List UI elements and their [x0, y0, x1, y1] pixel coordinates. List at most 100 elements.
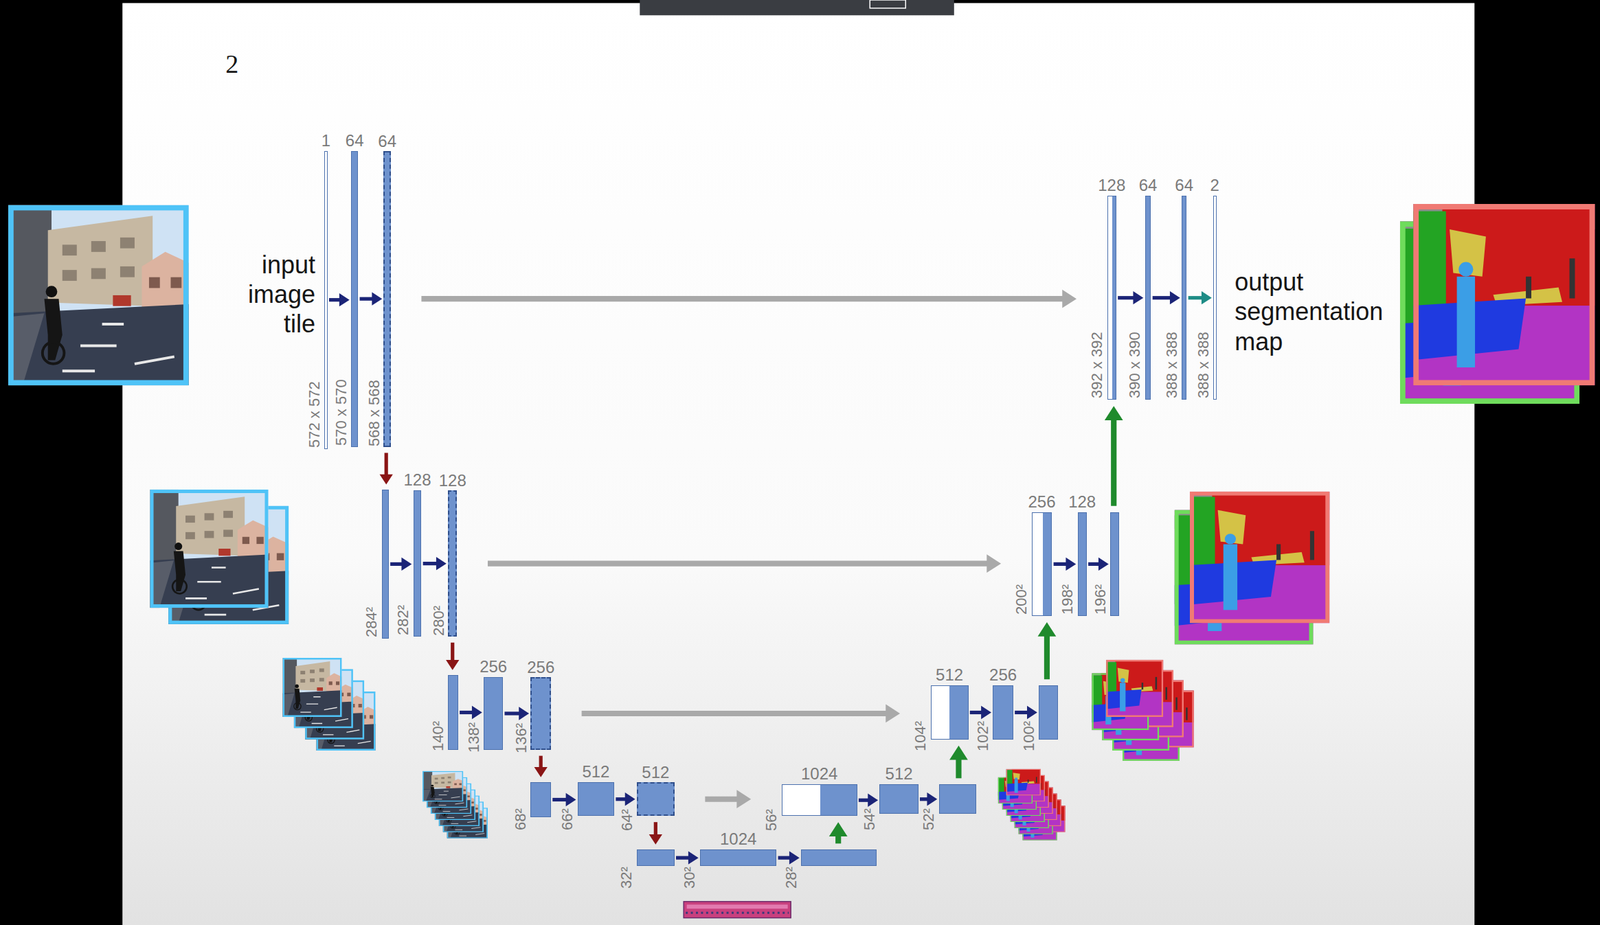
feature-map-bar: 140²	[447, 675, 459, 750]
feature-map-bar: 100²	[1038, 685, 1058, 740]
feature-map-bar: 64388 x 388	[1181, 195, 1187, 400]
arrow-head	[1098, 557, 1109, 571]
channel-count: 512	[581, 763, 610, 781]
connector-arrow	[919, 792, 938, 806]
spatial-size: 102²	[975, 721, 991, 752]
bottleneck-strip	[685, 912, 789, 915]
arrow-shaft	[1152, 296, 1172, 300]
seg-stack	[1189, 491, 1330, 624]
feature-map-bar: 102430²	[700, 849, 777, 867]
arrow-shaft	[487, 561, 988, 567]
arrow-head	[949, 746, 968, 761]
channel-count: 128	[1097, 177, 1126, 194]
connector-arrow	[552, 793, 576, 807]
connector-arrow	[949, 746, 968, 780]
arrow-shaft	[1188, 296, 1203, 300]
spatial-size: 68²	[513, 809, 529, 832]
diagram-label: input image tile	[248, 250, 316, 340]
photo-stack	[149, 489, 268, 608]
channel-count: 128	[438, 472, 467, 490]
connector-arrow	[1014, 706, 1038, 720]
connector-arrow	[829, 822, 848, 844]
arrow-head	[379, 474, 393, 486]
arrow-head	[1201, 291, 1212, 305]
feature-map-bar: 128280²	[447, 490, 457, 637]
arrow-head	[1065, 557, 1076, 571]
feature-map-bar: 256200²	[1031, 512, 1053, 617]
connector-arrow	[359, 292, 383, 306]
top-bar-mark	[869, 0, 906, 9]
spatial-size: 200²	[1013, 584, 1030, 615]
channel-count: 1	[321, 132, 331, 150]
arrow-shaft	[329, 298, 341, 302]
spatial-size: 140²	[430, 721, 446, 752]
arrow-shaft	[539, 756, 543, 769]
arrow-head	[401, 557, 412, 571]
arrow-head	[371, 292, 382, 306]
spatial-size: 568 x 568	[366, 379, 382, 447]
channel-count: 256	[526, 659, 555, 676]
arrow-head	[736, 790, 751, 809]
input-photo	[8, 205, 189, 387]
feature-map-bar: 2388 x 388	[1213, 195, 1216, 400]
spatial-size: 282²	[395, 605, 411, 636]
feature-map-bar: 102456²	[781, 784, 858, 817]
connector-arrow	[459, 706, 483, 720]
connector-arrow	[504, 706, 529, 720]
feature-map-bar: 52²	[939, 784, 977, 815]
bottleneck-strip	[686, 904, 788, 909]
arrow-shaft	[970, 711, 983, 715]
page-number: 2	[225, 50, 239, 77]
connector-arrow	[423, 557, 447, 571]
arrow-shaft	[1044, 635, 1050, 680]
channel-count: 64	[345, 132, 365, 150]
channel-count: 1024	[719, 831, 757, 848]
arrow-head	[885, 704, 900, 724]
arrow-head	[436, 557, 447, 571]
spatial-size: 100²	[1021, 721, 1037, 752]
connector-arrow	[1038, 622, 1057, 680]
feature-map-bar: 256136²	[530, 677, 551, 750]
arrow-shaft	[390, 562, 403, 567]
arrow-head	[981, 706, 992, 720]
upsampled-part	[1112, 196, 1116, 400]
spatial-size: 30²	[682, 866, 698, 889]
arrow-head	[926, 792, 938, 806]
arrow-shaft	[654, 822, 658, 836]
feature-map-bar: 51264²	[636, 782, 675, 817]
spatial-size: 56²	[763, 809, 780, 832]
channel-count: 256	[989, 667, 1017, 684]
feature-map-bar: 284²	[381, 489, 389, 639]
channel-count: 64	[377, 133, 397, 150]
feature-map-bar: 256102²	[992, 685, 1014, 740]
feature-map-bar: 512104²	[930, 685, 969, 740]
feature-map-bar: 64570 x 570	[351, 151, 358, 448]
connector-arrow	[379, 452, 393, 485]
spatial-size: 388 x 388	[1196, 332, 1212, 400]
spatial-size: 66²	[559, 808, 576, 831]
arrow-shaft	[1053, 562, 1067, 567]
connector-arrow	[445, 643, 459, 671]
arrow-head	[1132, 291, 1144, 305]
connector-arrow	[970, 706, 992, 720]
arrow-shaft	[778, 856, 791, 861]
slide	[122, 2, 1475, 925]
feature-map-bar: 1572 x 572	[324, 151, 328, 450]
feature-map-bar: 256138²	[483, 677, 503, 750]
arrow-shaft	[581, 711, 888, 717]
arrow-shaft	[615, 797, 626, 802]
channel-count: 128	[1068, 493, 1096, 511]
connector-arrow	[704, 790, 751, 809]
arrow-shaft	[504, 711, 520, 716]
arrow-shaft	[384, 452, 389, 476]
spatial-size: 570 x 570	[333, 379, 349, 446]
bottleneck-strip	[683, 902, 791, 919]
spatial-size: 196²	[1093, 584, 1109, 615]
spatial-size: 390 x 390	[1127, 332, 1143, 400]
output-map	[1413, 204, 1595, 386]
connector-arrow	[1152, 291, 1181, 305]
arrow-shaft	[858, 798, 870, 803]
arrow-shaft	[459, 711, 473, 715]
spatial-size: 392 x 392	[1089, 332, 1105, 400]
